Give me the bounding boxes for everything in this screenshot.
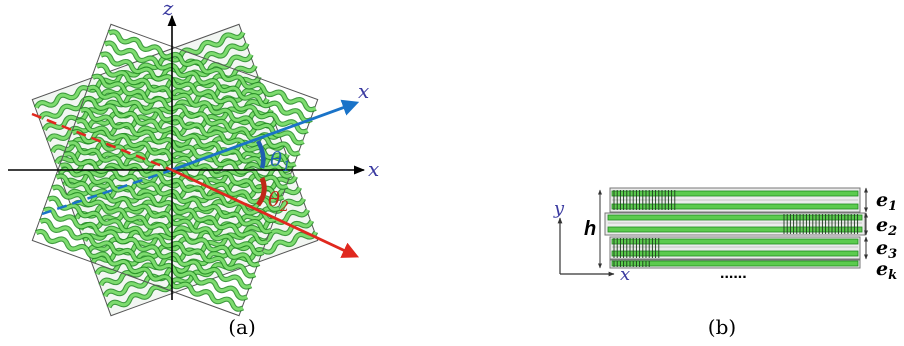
blue-axis-dashed bbox=[41, 168, 173, 216]
theta-2-label: θ2 bbox=[268, 187, 289, 215]
fiber-ply-2 bbox=[43, 207, 252, 289]
layer-label-ek: ek bbox=[876, 258, 897, 283]
fiber-ply-2 bbox=[59, 163, 268, 245]
laminate-stack bbox=[604, 187, 866, 269]
theta-1-label: θ1 bbox=[270, 147, 291, 175]
fiber-ply-2 bbox=[104, 41, 313, 123]
fiber-ply-2 bbox=[55, 174, 264, 256]
fiber-ply-2 bbox=[108, 30, 317, 112]
h-label: h bbox=[584, 218, 596, 240]
ellipsis: ...... bbox=[720, 265, 747, 282]
ply-2 bbox=[31, 23, 319, 317]
x-axis-label: x bbox=[368, 157, 379, 181]
fiber-ply-2 bbox=[47, 196, 256, 278]
theta-2-arc bbox=[255, 177, 267, 207]
layer-ek bbox=[609, 259, 861, 269]
fiber-ply-2 bbox=[96, 63, 305, 145]
fiber-ply-2 bbox=[39, 218, 248, 300]
fiber-ply-2 bbox=[91, 74, 301, 156]
red-axis-dashed bbox=[31, 112, 173, 172]
blue-axis bbox=[171, 99, 360, 172]
panel-b: h e1 e2 e3 ek y x ...... (b) bbox=[553, 187, 897, 339]
fiber-ply-2 bbox=[79, 108, 289, 189]
layer-label-e1: e1 bbox=[876, 189, 897, 214]
fiber-ply-2 bbox=[83, 96, 293, 178]
layer-e3 bbox=[609, 236, 861, 260]
caption-a: (a) bbox=[228, 315, 256, 339]
layer-label-e2: e2 bbox=[876, 214, 897, 239]
fiber-ply-2 bbox=[51, 185, 260, 267]
mesh-hatching bbox=[613, 190, 859, 267]
fiber-ply-2 bbox=[100, 52, 309, 134]
b-y-label: y bbox=[553, 198, 565, 219]
fiber-ply-2 bbox=[75, 119, 284, 200]
theta-1-arc bbox=[255, 139, 266, 169]
layer-label-e3: e3 bbox=[876, 237, 897, 262]
fiber-ply-2 bbox=[35, 229, 244, 311]
caption-b: (b) bbox=[708, 315, 736, 339]
b-x-label: x bbox=[620, 264, 630, 285]
layer-e1 bbox=[609, 187, 861, 213]
red-axis bbox=[171, 168, 360, 258]
blue-axis-label: x bbox=[358, 79, 369, 103]
panel-a: z x x θ1 θ2 (a) bbox=[8, 0, 379, 339]
z-axis-label: z bbox=[162, 0, 174, 20]
